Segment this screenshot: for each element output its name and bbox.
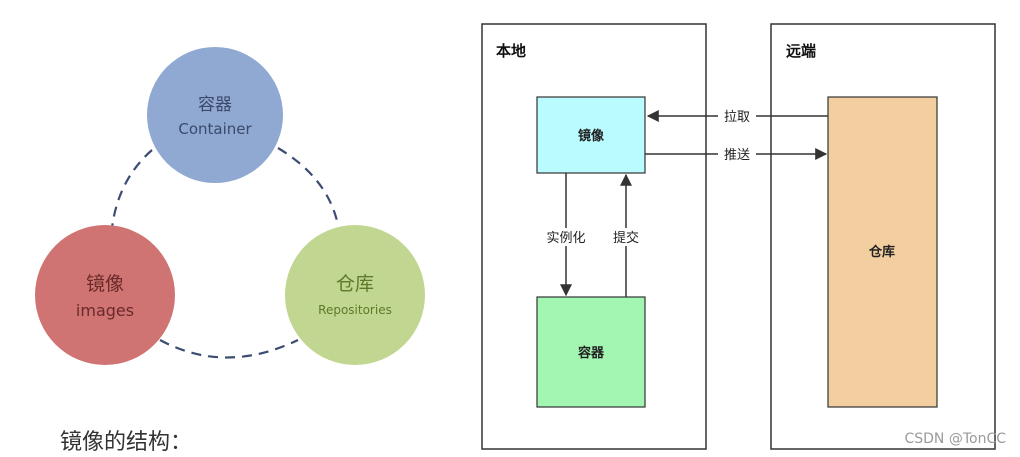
node-repos: 仓库 Repositories — [285, 225, 425, 365]
instantiate-label: 实例化 — [546, 231, 585, 246]
container-subtitle: Container — [178, 120, 252, 138]
link-container-repos — [277, 147, 340, 226]
local-label: 本地 — [496, 42, 526, 60]
push-label-bg — [718, 145, 756, 163]
link-container-images — [110, 149, 153, 229]
cycle-links — [110, 147, 340, 359]
flow-diagram: 本地 远端 镜像 容器 仓库 拉取 推送 实例化 提交 — [481, 23, 996, 450]
commit-label: 提交 — [613, 230, 639, 246]
image-box — [536, 96, 646, 174]
repos-title: 仓库 — [336, 273, 374, 295]
csdn-watermark: CSDN @TonCC — [904, 431, 1006, 447]
remote-label: 远端 — [786, 42, 816, 60]
push-label: 推送 — [724, 148, 750, 163]
cycle-diagram: 容器 Container 镜像 images 仓库 Repositories — [35, 47, 425, 365]
node-container: 容器 Container — [147, 47, 283, 183]
container-box-label: 容器 — [577, 345, 605, 361]
repos-subtitle: Repositories — [318, 303, 392, 317]
images-subtitle: images — [76, 301, 134, 320]
node-images: 镜像 images — [35, 225, 175, 365]
images-title: 镜像 — [86, 273, 124, 295]
structure-caption: 镜像的结构： — [60, 430, 193, 455]
instantiate-label-bg — [542, 228, 590, 246]
container-circle — [147, 47, 283, 183]
pull-label: 拉取 — [724, 110, 750, 125]
repo-box-label: 仓库 — [868, 244, 895, 260]
commit-label-bg — [609, 228, 643, 246]
container-title: 容器 — [198, 95, 232, 115]
link-images-repos — [159, 339, 299, 359]
images-circle — [35, 225, 175, 365]
container-box — [536, 296, 646, 408]
image-box-label: 镜像 — [578, 128, 605, 144]
repo-box — [827, 96, 938, 408]
repos-circle — [285, 225, 425, 365]
pull-label-bg — [718, 107, 756, 125]
